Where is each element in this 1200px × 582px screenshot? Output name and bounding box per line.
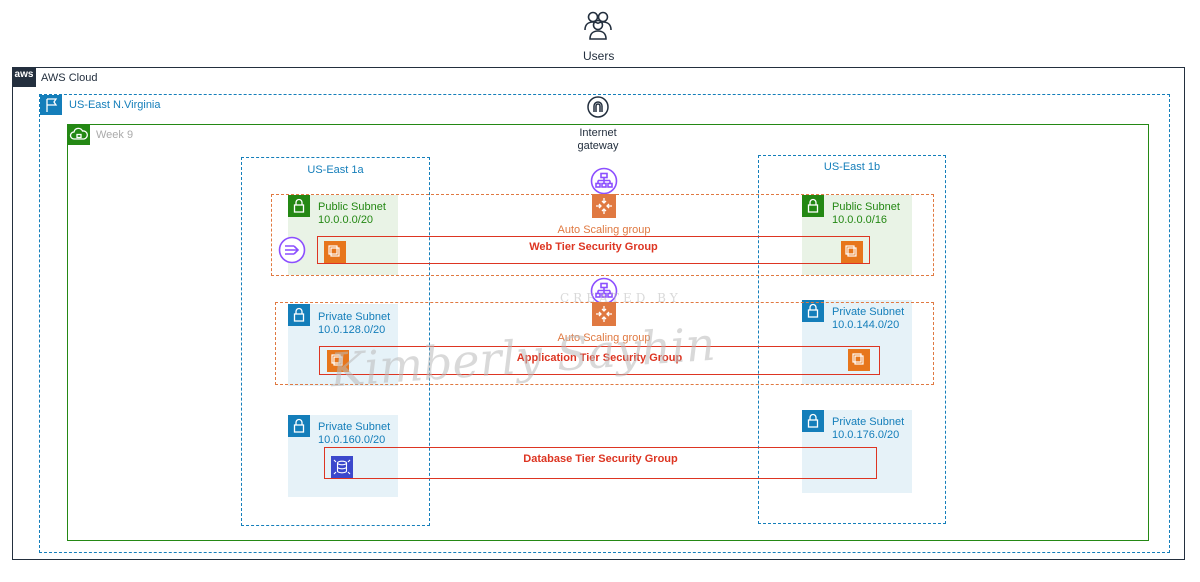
lock-icon	[288, 195, 310, 217]
vpc-cloud-icon	[68, 125, 90, 145]
lock-icon	[802, 195, 824, 217]
availability-zone-1b-label: US-East 1b	[823, 161, 881, 173]
availability-zone-1a	[241, 157, 430, 526]
private-subnet-db-1a-name: Private Subnet	[318, 421, 391, 433]
public-subnet-1a-cidr: 10.0.0.0/20	[318, 214, 374, 226]
users-icon	[582, 8, 614, 40]
lock-icon	[802, 410, 824, 432]
application-tier-security-group	[319, 346, 880, 375]
availability-zone-1b	[758, 155, 946, 524]
region-group	[39, 94, 1170, 553]
load-balancer-icon	[590, 277, 618, 305]
load-balancer-icon	[590, 167, 618, 195]
public-subnet-1b-name: Public Subnet	[832, 201, 900, 213]
ec2-instance-icon	[841, 241, 863, 263]
public-subnet-1a-name: Public Subnet	[318, 201, 386, 213]
aws-logo-icon: aws	[12, 67, 36, 87]
web-tier-security-group-label: Web Tier Security Group	[529, 241, 658, 253]
auto-scaling-icon	[592, 302, 616, 326]
private-subnet-db-1b-name: Private Subnet	[832, 416, 905, 428]
aws-cloud-label: AWS Cloud	[41, 72, 98, 84]
rds-database-icon	[331, 456, 353, 478]
internet-gateway-label-1: Internet	[579, 127, 617, 139]
private-subnet-app-1b-cidr: 10.0.144.0/20	[832, 319, 900, 331]
watermark-caption: CREATED BY	[560, 291, 682, 305]
availability-zone-1a-label: US-East 1a	[307, 164, 364, 176]
private-subnet-db-1b-cidr: 10.0.176.0/20	[832, 429, 900, 441]
lock-icon	[288, 304, 310, 326]
lock-icon	[802, 300, 824, 322]
private-subnet-db-1a-cidr: 10.0.160.0/20	[318, 434, 386, 446]
private-subnet-app-1a-name: Private Subnet	[318, 311, 391, 323]
internet-gateway-label-2: gateway	[577, 140, 619, 152]
private-subnet-app-1a-cidr: 10.0.128.0/20	[318, 324, 386, 336]
internet-gateway-icon	[587, 96, 609, 118]
private-subnet-app-1b-name: Private Subnet	[832, 306, 905, 318]
vpc-group	[67, 124, 1149, 541]
public-subnet-1b-cidr: 10.0.0.0/16	[832, 214, 888, 226]
nat-gateway-icon	[278, 236, 306, 264]
auto-scaling-group-app-label: Auto Scaling group	[557, 332, 651, 344]
ec2-instance-icon	[324, 241, 346, 263]
database-tier-security-group-label: Database Tier Security Group	[523, 453, 678, 465]
vpc-label: Week 9	[96, 129, 134, 141]
lock-icon	[288, 415, 310, 437]
application-tier-security-group-label: Application Tier Security Group	[516, 352, 683, 364]
auto-scaling-group-web-label: Auto Scaling group	[557, 224, 651, 236]
users-label: Users	[583, 49, 615, 63]
ec2-instance-icon	[327, 350, 349, 372]
aws-cloud-group	[12, 67, 1185, 560]
web-tier-security-group	[317, 236, 870, 264]
database-tier-security-group	[324, 447, 877, 479]
region-flag-icon	[40, 95, 62, 115]
ec2-instance-icon	[848, 349, 870, 371]
auto-scaling-icon	[592, 194, 616, 218]
region-label: US-East N.Virginia	[69, 99, 161, 111]
